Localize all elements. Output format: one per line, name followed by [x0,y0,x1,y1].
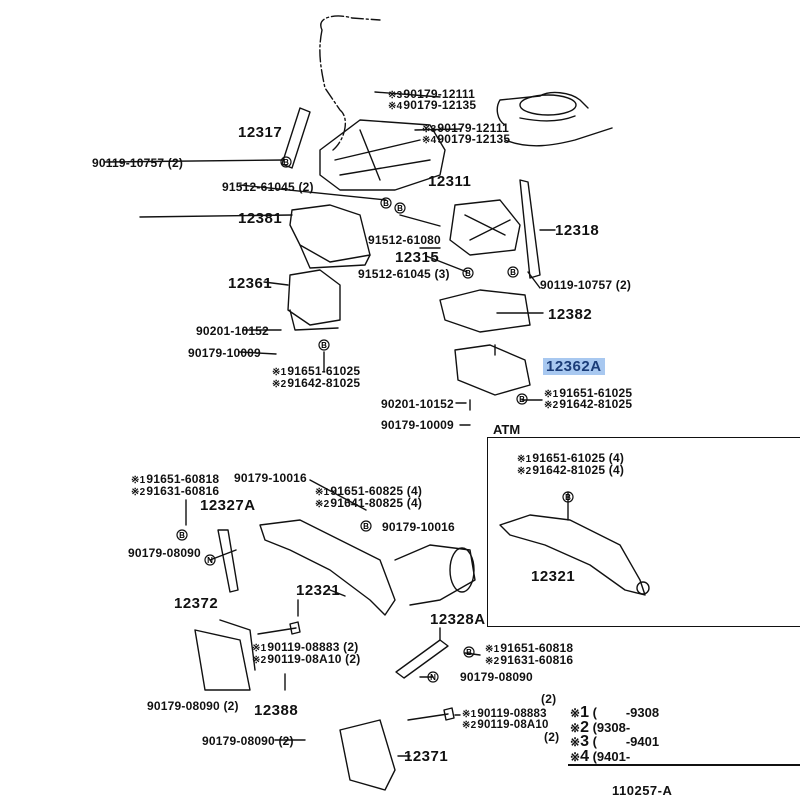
mount-bracket-12311 [319,119,446,191]
legend-row: ※2 (9308- [570,718,631,736]
date-range-legend: ※1 ( -9308 ※2 (9308- ※3 ( -9401 ※4 (9401… [570,704,660,765]
nut-tag-icon: N [207,556,213,565]
nut-tag-icon: N [430,673,436,682]
bolt-tag-icon [176,156,574,683]
part-label-91642-81025-left[interactable]: ※291642-81025 [272,376,361,390]
part-label-90119-10757-left[interactable]: 90119-10757 (2) [92,156,184,170]
qty-label-top: (2) [541,692,557,706]
part-label-91641-80825[interactable]: ※291641-80825 (4) [315,496,423,510]
part-label-91512-61080[interactable]: 91512-61080 [368,233,441,247]
atm-crossmember [499,514,646,596]
bolt-tag-icon: B [383,199,389,208]
part-label-90119-08A10-left[interactable]: ※290119-08A10 (2) [252,652,361,666]
long-bolt-left [257,621,301,635]
part-label-12318[interactable]: 12318 [555,222,600,239]
part-label-12362A-highlighted[interactable]: 12362A [543,358,605,375]
part-label-12361[interactable]: 12361 [228,275,273,292]
bracket-12315 [449,199,521,256]
part-label-91642-81025-atm[interactable]: ※291642-81025 (4) [517,463,625,477]
part-label-90119-08883-bottom[interactable]: ※190119-08883 [462,708,547,720]
bolt-tag-icon: B [179,531,185,540]
part-label-90179-10016-left[interactable]: 90179-10016 [234,471,307,485]
atm-inset-title: ATM [493,422,521,437]
bolt-tag-icon: B [519,395,525,404]
transmission-rear [449,547,475,593]
part-label-90179-08090-right[interactable]: 90179-08090 [460,670,533,684]
part-label-91651-61025-right[interactable]: ※191651-61025 [544,386,633,400]
part-label-90119-08883-left[interactable]: ※190119-08883 (2) [252,640,359,654]
mount-12361 [287,269,341,326]
crossmember-12321 [259,519,396,616]
part-label-12317[interactable]: 12317 [238,124,283,141]
atm-inset-frame [487,437,800,627]
bolt-tag-icon: B [321,341,327,350]
part-label-12388[interactable]: 12388 [254,702,299,719]
part-label-91651-60818-right[interactable]: ※191651-60818 [485,641,574,655]
bolt-tag-icon: B [565,493,571,502]
mount-12362A [454,344,531,396]
qty-label-bottom: (2) [544,730,560,744]
part-label-12371[interactable]: 12371 [404,748,449,765]
part-label-12327A[interactable]: 12327A [200,497,256,514]
part-label-90179-12111-a[interactable]: ※390179-12111 [388,87,475,101]
part-label-91631-60816-right[interactable]: ※291631-60816 [485,653,574,667]
long-bolt-bottom [407,707,455,721]
bracket-12328A [395,639,449,679]
legend-divider [568,764,800,766]
part-label-12381[interactable]: 12381 [238,210,283,227]
part-label-91642-81025-right[interactable]: ※291642-81025 [544,397,633,411]
part-label-12382[interactable]: 12382 [548,306,593,323]
part-label-12321-atm[interactable]: 12321 [531,568,576,585]
engine-outline [319,15,381,151]
part-label-91651-61025-left[interactable]: ※191651-61025 [272,364,361,378]
part-label-90179-10016-right[interactable]: 90179-10016 [382,520,455,534]
part-label-90179-08090-2b[interactable]: 90179-08090 (2) [202,734,294,748]
cover-12382 [439,289,531,333]
part-label-12328A[interactable]: 12328A [430,611,486,628]
bolt-tag-icon: B [510,268,516,277]
part-label-90179-08090-2a[interactable]: 90179-08090 (2) [147,699,239,713]
bolt-tag-icon: B [283,158,289,167]
part-label-90201-10152-left[interactable]: 90201-10152 [196,324,269,338]
part-label-90201-10152-right[interactable]: 90201-10152 [381,397,454,411]
diagram-code: 110257-A [612,783,673,798]
stay-12318 [519,179,541,279]
bracket-12317 [281,107,311,169]
part-label-91651-60825[interactable]: ※191651-60825 (4) [315,484,423,498]
bolt-tag-icon: B [465,269,471,278]
part-label-12315[interactable]: 12315 [395,249,440,266]
part-label-90179-10009-left[interactable]: 90179-10009 [188,346,261,360]
part-label-12321-main[interactable]: 12321 [296,582,341,599]
part-label-90119-10757-right[interactable]: 90119-10757 (2) [540,278,632,292]
transmission-cap [519,94,577,116]
bracket-12371 [339,719,396,791]
legend-row: ※4 (9401- [570,747,631,765]
legend-row: ※1 ( -9308 [570,704,660,721]
bolt-tag-icon: B [397,204,403,213]
legend-row: ※3 ( -9401 [570,733,660,750]
part-label-90179-10009-right[interactable]: 90179-10009 [381,418,454,432]
part-label-91651-60818-left[interactable]: ※191651-60818 [131,472,220,486]
part-label-91512-61045-3[interactable]: 91512-61045 (3) [358,267,450,281]
part-label-90179-12135-b[interactable]: ※490179-12135 [422,132,511,146]
cover-12381 [289,204,371,263]
part-label-91631-60816-left[interactable]: ※291631-60816 [131,484,220,498]
part-label-90179-08090-left[interactable]: 90179-08090 [128,546,201,560]
part-label-12372[interactable]: 12372 [174,595,219,612]
part-label-90119-08A10-bottom[interactable]: ※290119-08A10 [462,719,549,731]
bracket-12372 [194,619,256,691]
part-label-90179-12111-b[interactable]: ※390179-12111 [422,121,509,135]
bolt-tag-icon: B [363,522,369,531]
part-label-91512-61045-2[interactable]: 91512-61045 (2) [222,180,314,194]
part-label-91651-61025-atm[interactable]: ※191651-61025 (4) [517,451,625,465]
part-label-90179-12135-a[interactable]: ※490179-12135 [388,98,477,112]
transmission-outline [496,91,613,147]
part-label-12311[interactable]: 12311 [428,173,472,190]
bolt-tag-icon: B [466,648,472,657]
bracket-12327A [217,529,239,593]
